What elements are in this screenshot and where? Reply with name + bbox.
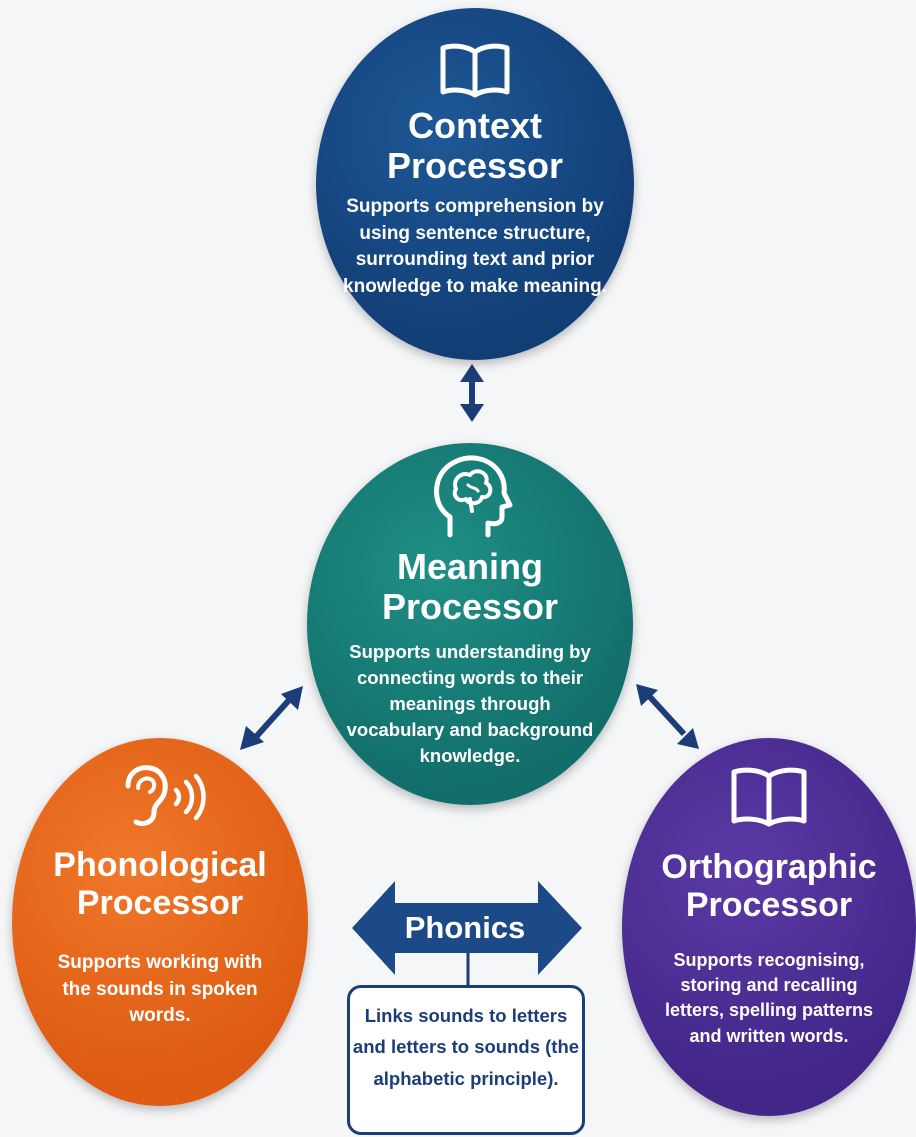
meaning-title-line2: Processor xyxy=(381,586,559,628)
orthographic-title-line2: Processor xyxy=(685,886,853,925)
phonics-label: Phonics xyxy=(404,910,526,945)
context-title-line1: Context xyxy=(408,105,542,146)
meaning-phonological-arrow xyxy=(240,686,303,750)
open-book-icon xyxy=(439,42,511,98)
meaning-description: Supports understanding by connecting wor… xyxy=(346,641,594,766)
ear-sound-icon xyxy=(110,764,210,828)
context-description: Supports comprehension by using sentence… xyxy=(343,196,607,297)
context-processor: Context Processor Supports comprehension… xyxy=(316,8,634,360)
meaning-title-line1: Meaning xyxy=(396,546,543,587)
phonics-double-arrow xyxy=(352,881,582,975)
context-title-line2: Processor xyxy=(386,145,564,187)
phonological-title: Phonological Processor xyxy=(12,846,308,922)
meaning-orthographic-arrow xyxy=(636,684,699,749)
orthographic-description: Supports recognising, storing and recall… xyxy=(664,950,874,1046)
context-meaning-arrow xyxy=(460,364,484,422)
meaning-title: Meaning Processor xyxy=(307,546,633,628)
phonological-processor: Phonological Processor Supports working … xyxy=(12,738,308,1106)
phonics-description-box: Links sounds to letters and letters to s… xyxy=(347,985,585,1135)
phonological-title-line2: Processor xyxy=(76,884,244,923)
phonological-description: Supports working with the sounds in spok… xyxy=(57,952,263,1027)
brain-head-icon xyxy=(420,451,520,539)
orthographic-title: Orthographic Processor xyxy=(622,848,916,924)
meaning-processor: Meaning Processor Supports understanding… xyxy=(307,443,633,805)
orthographic-processor: Orthographic Processor Supports recognis… xyxy=(622,738,916,1116)
phonological-title-line1: Phonological xyxy=(53,846,267,884)
phonics-description: Links sounds to letters and letters to s… xyxy=(352,1005,580,1089)
orthographic-title-line1: Orthographic xyxy=(661,848,877,886)
open-book-icon xyxy=(730,766,808,828)
context-title: Context Processor xyxy=(316,105,634,187)
